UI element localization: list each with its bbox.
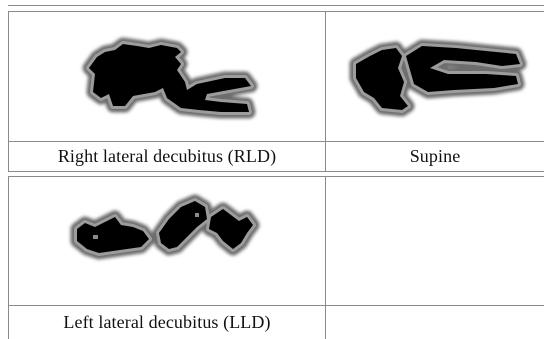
table-rule bbox=[8, 176, 9, 339]
posture-silhouette-rld bbox=[82, 37, 258, 119]
table-rule bbox=[8, 171, 544, 172]
posture-silhouette-supine bbox=[349, 39, 527, 117]
table-rule bbox=[8, 305, 544, 306]
table-rule bbox=[8, 11, 544, 12]
table-rule bbox=[8, 141, 544, 142]
table-rule bbox=[325, 11, 326, 171]
rld-image-cell bbox=[9, 12, 325, 141]
supine-caption: Supine bbox=[409, 146, 461, 166]
empty-image-cell bbox=[326, 177, 544, 305]
empty-caption bbox=[326, 306, 544, 339]
table-rule bbox=[325, 176, 326, 339]
table-rule bbox=[8, 11, 9, 171]
table-rule bbox=[8, 5, 544, 6]
lld-caption: Left lateral decubitus (LLD) bbox=[63, 312, 271, 332]
posture-silhouette-lld bbox=[70, 194, 260, 260]
lld-image-cell bbox=[9, 177, 325, 305]
supine-image-cell bbox=[326, 12, 544, 141]
table-rule bbox=[8, 176, 544, 177]
rld-caption: Right lateral decubitus (RLD) bbox=[57, 146, 277, 166]
